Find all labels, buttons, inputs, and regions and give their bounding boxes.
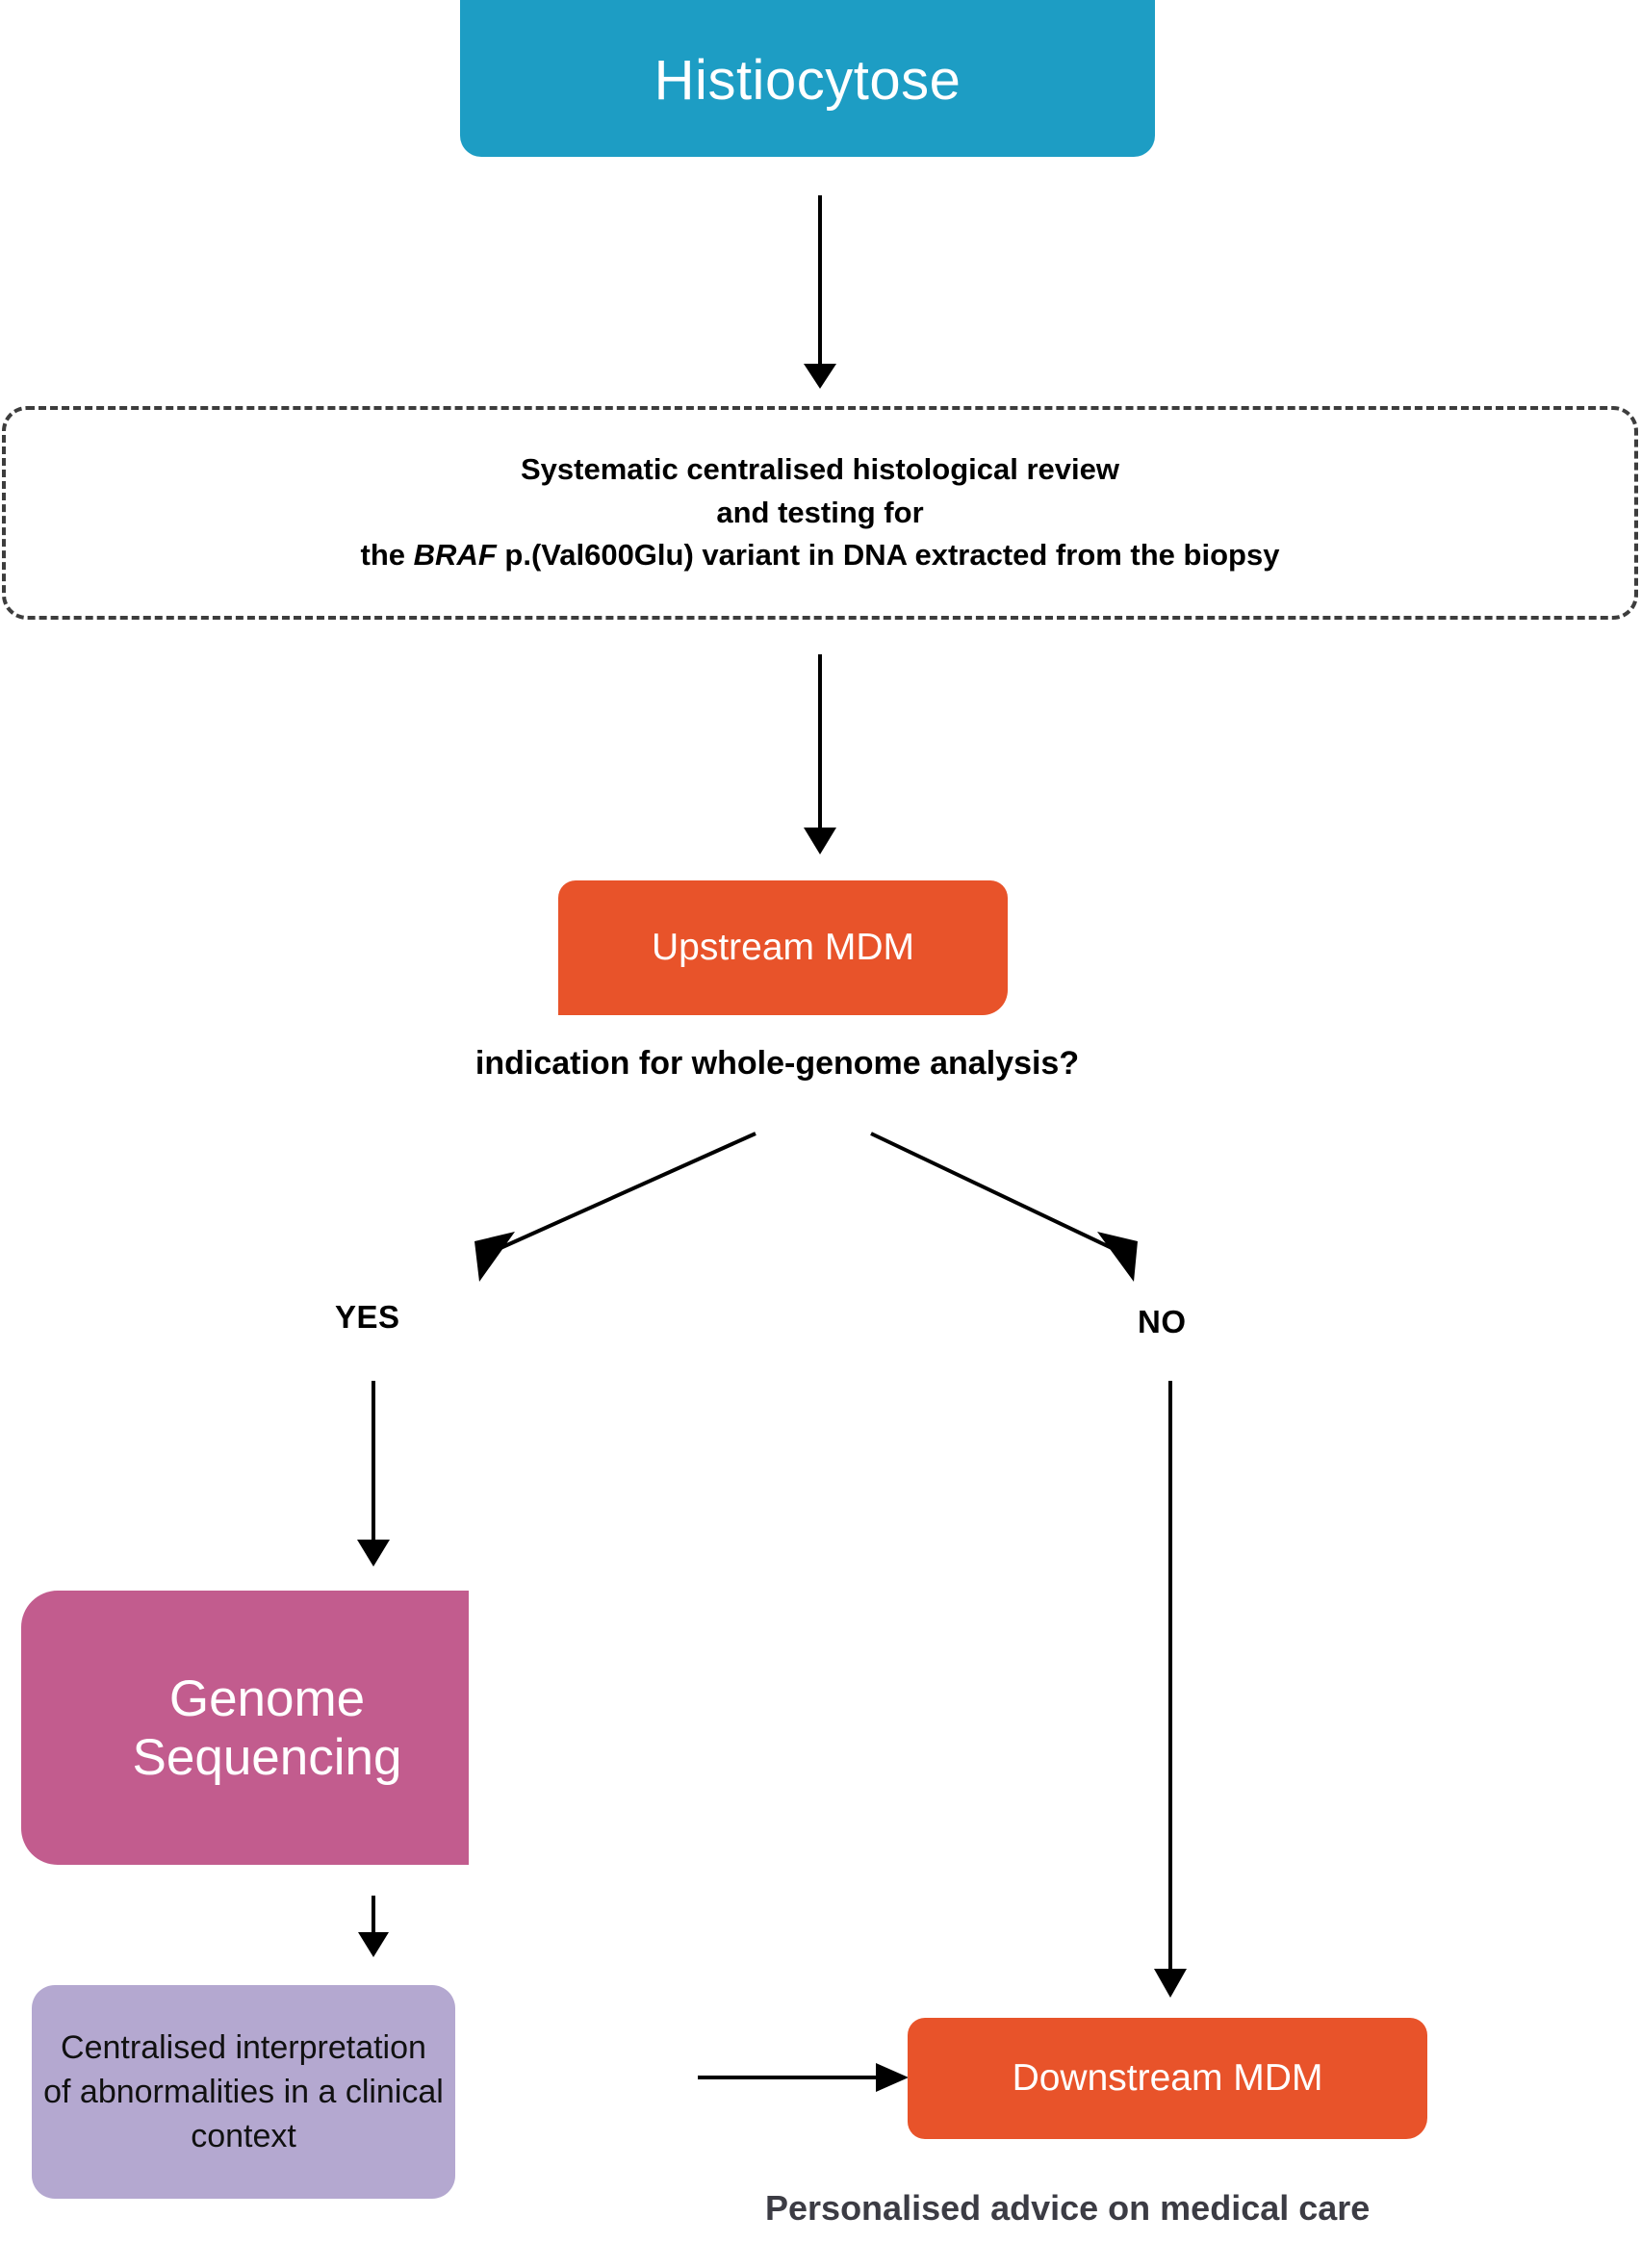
branch-label-yes: YES bbox=[335, 1299, 400, 1335]
node-genome-sequencing[interactable]: Genome Sequencing bbox=[21, 1591, 469, 1865]
edge-histiocytose-to-review bbox=[804, 195, 836, 389]
edge-upstream-no-diagonal bbox=[870, 1132, 1138, 1282]
review-line-1: Systematic centralised histological revi… bbox=[521, 452, 1119, 487]
interpretation-line-3: context bbox=[191, 2118, 296, 2155]
personalised-advice-label: Personalised advice on medical care bbox=[765, 2188, 1371, 2228]
review-line-2: and testing for bbox=[716, 495, 924, 529]
node-centralised-interpretation[interactable]: Centralised interpretation of abnormalit… bbox=[32, 1985, 455, 2199]
review-gene-name: BRAF bbox=[413, 538, 497, 573]
node-systematic-review[interactable]: Systematic centralised histological revi… bbox=[2, 406, 1638, 620]
interpretation-line-2: of abnormalities in a clinical bbox=[43, 2073, 444, 2110]
node-downstream-mdm[interactable]: Downstream MDM bbox=[908, 2018, 1427, 2139]
node-genome-sequencing-label: Genome Sequencing bbox=[132, 1669, 402, 1786]
review-line-3: the BRAF p.(Val600Glu) variant in DNA ex… bbox=[23, 534, 1617, 577]
node-upstream-mdm-label: Upstream MDM bbox=[651, 927, 915, 968]
branch-label-no: NO bbox=[1138, 1304, 1187, 1339]
node-histiocytose[interactable]: Histiocytose bbox=[460, 0, 1155, 157]
edge-genome-to-interpretation bbox=[358, 1896, 389, 1957]
review-line-3-suffix: p.(Val600Glu) variant in DNA extracted f… bbox=[496, 538, 1280, 573]
decision-question-label: indication for whole-genome analysis? bbox=[474, 1045, 1080, 1082]
edge-interpretation-to-downstream bbox=[698, 2063, 909, 2092]
edge-upstream-yes-diagonal bbox=[474, 1132, 756, 1282]
node-upstream-mdm[interactable]: Upstream MDM bbox=[558, 880, 1008, 1015]
interpretation-line-1: Centralised interpretation bbox=[61, 2028, 426, 2066]
edge-yes-to-genome bbox=[357, 1381, 390, 1567]
node-histiocytose-label: Histiocytose bbox=[654, 49, 962, 112]
edge-no-to-downstream bbox=[1154, 1381, 1187, 1998]
node-downstream-mdm-label: Downstream MDM bbox=[1012, 2057, 1323, 2099]
review-line-3-prefix: the bbox=[360, 538, 414, 573]
edge-review-to-upstream bbox=[804, 654, 836, 854]
